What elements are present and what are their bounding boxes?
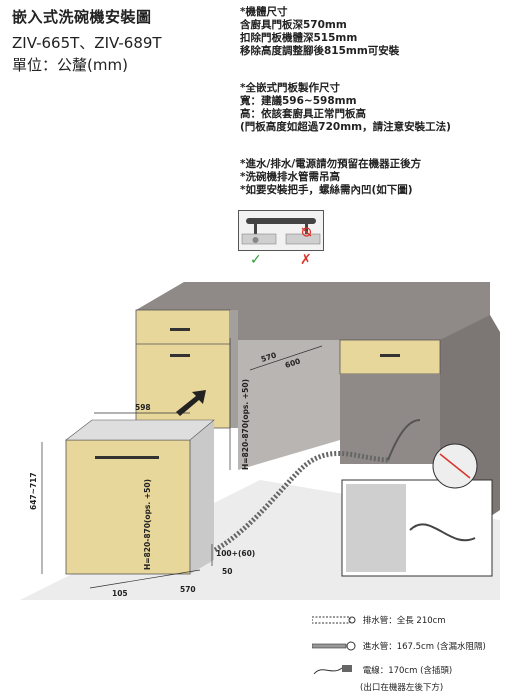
insert-arrow-icon	[176, 390, 206, 416]
note-line: (門板高度如超過720mm，請注意安裝工法)	[240, 121, 451, 133]
niche-back	[238, 340, 340, 470]
width-label: 598	[135, 403, 151, 412]
handle-bar	[246, 218, 316, 224]
legend-power-note: (出口在機器左後下方)	[360, 683, 444, 693]
note-line: 含廚具門板深570mm	[240, 19, 347, 31]
legend-drain: 排水管：全長 210cm	[311, 614, 446, 626]
screw-protruding-icon	[301, 227, 312, 237]
countertop	[136, 282, 490, 362]
legend-power: 電線：170cm (含插頭)	[312, 664, 452, 676]
toe-height-label: 100+(60)	[216, 549, 255, 558]
cross-mark-icon: ✗	[300, 252, 312, 268]
door-panel-ok	[241, 233, 277, 245]
note-line: 寬：建議596~598mm	[240, 95, 357, 107]
height-range-label: 647~717	[29, 472, 38, 510]
note-line: *如要安裝把手，螺絲需內凹(如下圖)	[240, 184, 413, 196]
legend-inlet: 進水管：167.5cm (含漏水阻隔)	[311, 640, 486, 652]
drawer-handle-icon	[170, 354, 190, 357]
drawer-handle-icon	[380, 354, 400, 357]
handle-screw-guide: ✓ ✗	[238, 210, 324, 268]
check-mark-icon: ✓	[250, 252, 262, 268]
dishwasher-top	[65, 419, 215, 441]
machine-size-notes: *機體尺寸 含廚具門板深570mm 扣除門板機體深515mm 移除高度調整腳後8…	[240, 6, 399, 58]
cabinet-height-label: H=820-870(ops. +50)	[241, 379, 250, 470]
note-title: *機體尺寸	[240, 6, 288, 18]
note-line: 扣除門板機體深515mm	[240, 32, 358, 44]
installation-notes: *進水/排水/電源請勿預留在機器正後方 *洗碗機排水管需吊高 *如要安裝把手，螺…	[240, 158, 421, 197]
door-handle-icon	[95, 456, 159, 459]
note-line: *進水/排水/電源請勿預留在機器正後方	[240, 158, 422, 170]
note-title: *全嵌式門板製作尺寸	[240, 82, 340, 94]
panel-height-label: H=820-870(ops. +50)	[143, 479, 152, 570]
base-depth-label: 570	[180, 585, 196, 594]
diagram-title: 嵌入式洗碗機安裝圖	[12, 8, 152, 26]
drain-hose	[213, 451, 391, 553]
drain-hose-icon	[311, 616, 356, 624]
model-numbers: ZIV-665T、ZIV-689T	[12, 34, 162, 52]
screw-recessed-icon	[252, 237, 259, 243]
unit-label: 單位：公釐(mm)	[12, 56, 128, 74]
note-line: 移除高度調整腳後815mm可安裝	[240, 45, 400, 57]
base-offset-label: 105	[112, 589, 128, 598]
faucet-pipe	[387, 419, 421, 461]
drawer-handle-icon	[170, 328, 190, 331]
note-line: *洗碗機排水管需吊高	[240, 171, 340, 183]
right-cabinet	[340, 374, 440, 464]
panel-size-notes: *全嵌式門板製作尺寸 寬：建議596~598mm 高：依該套廚具正常門板高 (門…	[240, 82, 451, 134]
dishwasher-door-panel	[65, 439, 191, 575]
installation-drawing: 647~717 598 H=820-870(ops. +50) H=820-87…	[20, 282, 500, 600]
toe-gap-label: 50	[222, 567, 232, 576]
inlet-hose-icon	[311, 641, 356, 651]
note-line: 高：依該套廚具正常門板高	[240, 108, 366, 120]
dimension-lines	[41, 338, 323, 589]
door-panel-ng	[285, 233, 321, 245]
power-cord-icon	[313, 665, 352, 675]
